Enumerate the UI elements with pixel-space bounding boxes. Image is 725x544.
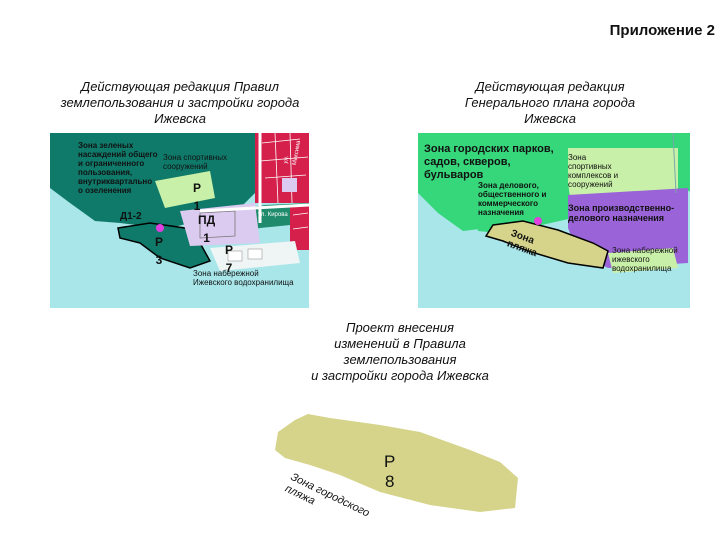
bottom-map-drawing xyxy=(275,414,518,512)
street-label-kirova: ул. Кирова xyxy=(258,212,288,218)
r1-code: Р 1 xyxy=(193,181,202,213)
r8-code: Р 8 xyxy=(384,452,396,491)
bottom-caption: Проект внесения изменений в Правила земл… xyxy=(311,320,489,383)
appendix-title: Приложение 2 xyxy=(609,22,715,39)
left-sports-zone-label: Зона спортивных сооружений xyxy=(163,153,227,171)
left-map-caption: Действующая редакция Правил землепользов… xyxy=(60,79,300,126)
right-business-label: Зона делового, общественного и коммерчес… xyxy=(478,181,547,217)
right-industrial-label: Зона производственно- делового назначени… xyxy=(568,203,675,223)
r7-code: Р 7 xyxy=(225,243,234,275)
d12-code: Д1-2 xyxy=(120,211,142,222)
left-embankment-label: Зона набережной Ижевского водохранилища xyxy=(193,269,294,287)
right-sports-label: Зона спортивных комплексов и сооружений xyxy=(568,153,619,189)
right-parks-label: Зона городских парков, садов, скверов, б… xyxy=(424,143,554,181)
right-map-caption: Действующая редакция Генерального плана … xyxy=(464,79,636,126)
r3-code: Р 3 xyxy=(155,235,164,267)
pd1-code: ПД 1 xyxy=(198,213,216,245)
left-map: Зона зеленых насаждений общего и огранич… xyxy=(50,133,309,308)
bottom-map: Р 8 xyxy=(270,410,530,520)
right-map-drawing xyxy=(418,133,690,308)
left-map-drawing xyxy=(50,133,309,308)
left-green-zone-label: Зона зеленых насаждений общего и огранич… xyxy=(78,141,158,195)
right-map: Зона городских парков, садов, скверов, б… xyxy=(418,133,690,308)
right-embankment-label: Зона набережной ижевского водохранилища xyxy=(612,246,678,273)
